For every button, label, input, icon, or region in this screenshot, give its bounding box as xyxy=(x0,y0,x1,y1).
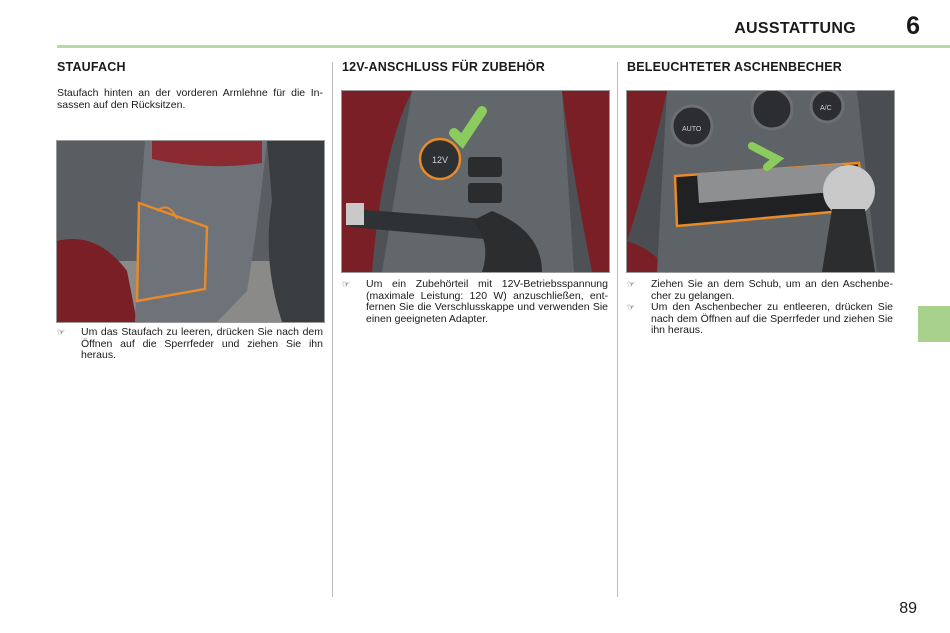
pointing-hand-icon: ☞ xyxy=(342,279,351,289)
bullets-12v: ☞ Um ein Zubehörteil mit 12V-Betriebsspa… xyxy=(342,278,608,325)
column-divider xyxy=(617,62,618,597)
chapter-number: 6 xyxy=(906,12,920,40)
socket-label: 12V xyxy=(432,155,448,165)
column-aschenbecher: BELEUCHTETER ASCHENBECHER xyxy=(627,60,893,74)
pointing-hand-icon: ☞ xyxy=(627,302,636,313)
pointing-hand-icon: ☞ xyxy=(627,279,636,289)
bullet-item: ☞ Um den Aschenbecher zu entleeren, drüc… xyxy=(627,301,893,337)
bullet-item: ☞ Um ein Zubehörteil mit 12V-Betriebsspa… xyxy=(342,278,608,325)
heading-aschenbecher: BELEUCHTETER ASCHENBECHER xyxy=(627,60,842,74)
bullet-item: ☞ Ziehen Sie an dem Schub, um an den Asc… xyxy=(627,278,893,302)
bullet-text: Um das Staufach zu leeren, drücken Sie n… xyxy=(81,326,323,362)
knob-label: AUTO xyxy=(682,126,702,133)
heading-staufach: STAUFACH xyxy=(57,60,126,74)
column-12v: 12V-ANSCHLUSS FÜR ZUBEHÖR xyxy=(342,60,608,74)
bullet-text: Ziehen Sie an dem Schub, um an den Asche… xyxy=(651,278,893,302)
page-number: 89 xyxy=(899,600,917,617)
header-rule xyxy=(57,45,950,48)
ac-label: A/C xyxy=(820,105,832,112)
intro-text: Staufach hinten an der vorderen Armlehne… xyxy=(57,87,323,111)
bullets-staufach: ☞ Um das Staufach zu leeren, drücken Sie… xyxy=(57,326,323,362)
column-staufach: STAUFACH Staufach hinten an der vorderen… xyxy=(57,60,323,111)
heading-12v: 12V-ANSCHLUSS FÜR ZUBEHÖR xyxy=(342,60,545,74)
bullet-text: Um ein Zubehörteil mit 12V-Betriebsspann… xyxy=(366,278,608,325)
bullet-item: ☞ Um das Staufach zu leeren, drücken Sie… xyxy=(57,326,323,362)
photo-12v-socket: 12V xyxy=(341,90,610,273)
column-divider xyxy=(332,62,333,597)
photo-storage-compartment xyxy=(56,140,325,323)
pointing-hand-icon: ☞ xyxy=(57,327,66,337)
photo-ashtray: AUTO A/C xyxy=(626,90,895,273)
bullets-aschenbecher: ☞ Ziehen Sie an dem Schub, um an den Asc… xyxy=(627,278,893,337)
section-title: AUSSTATTUNG xyxy=(734,20,856,37)
bullet-text: Um den Aschenbecher zu entleeren, drücke… xyxy=(651,301,893,337)
chapter-tab xyxy=(918,306,950,342)
